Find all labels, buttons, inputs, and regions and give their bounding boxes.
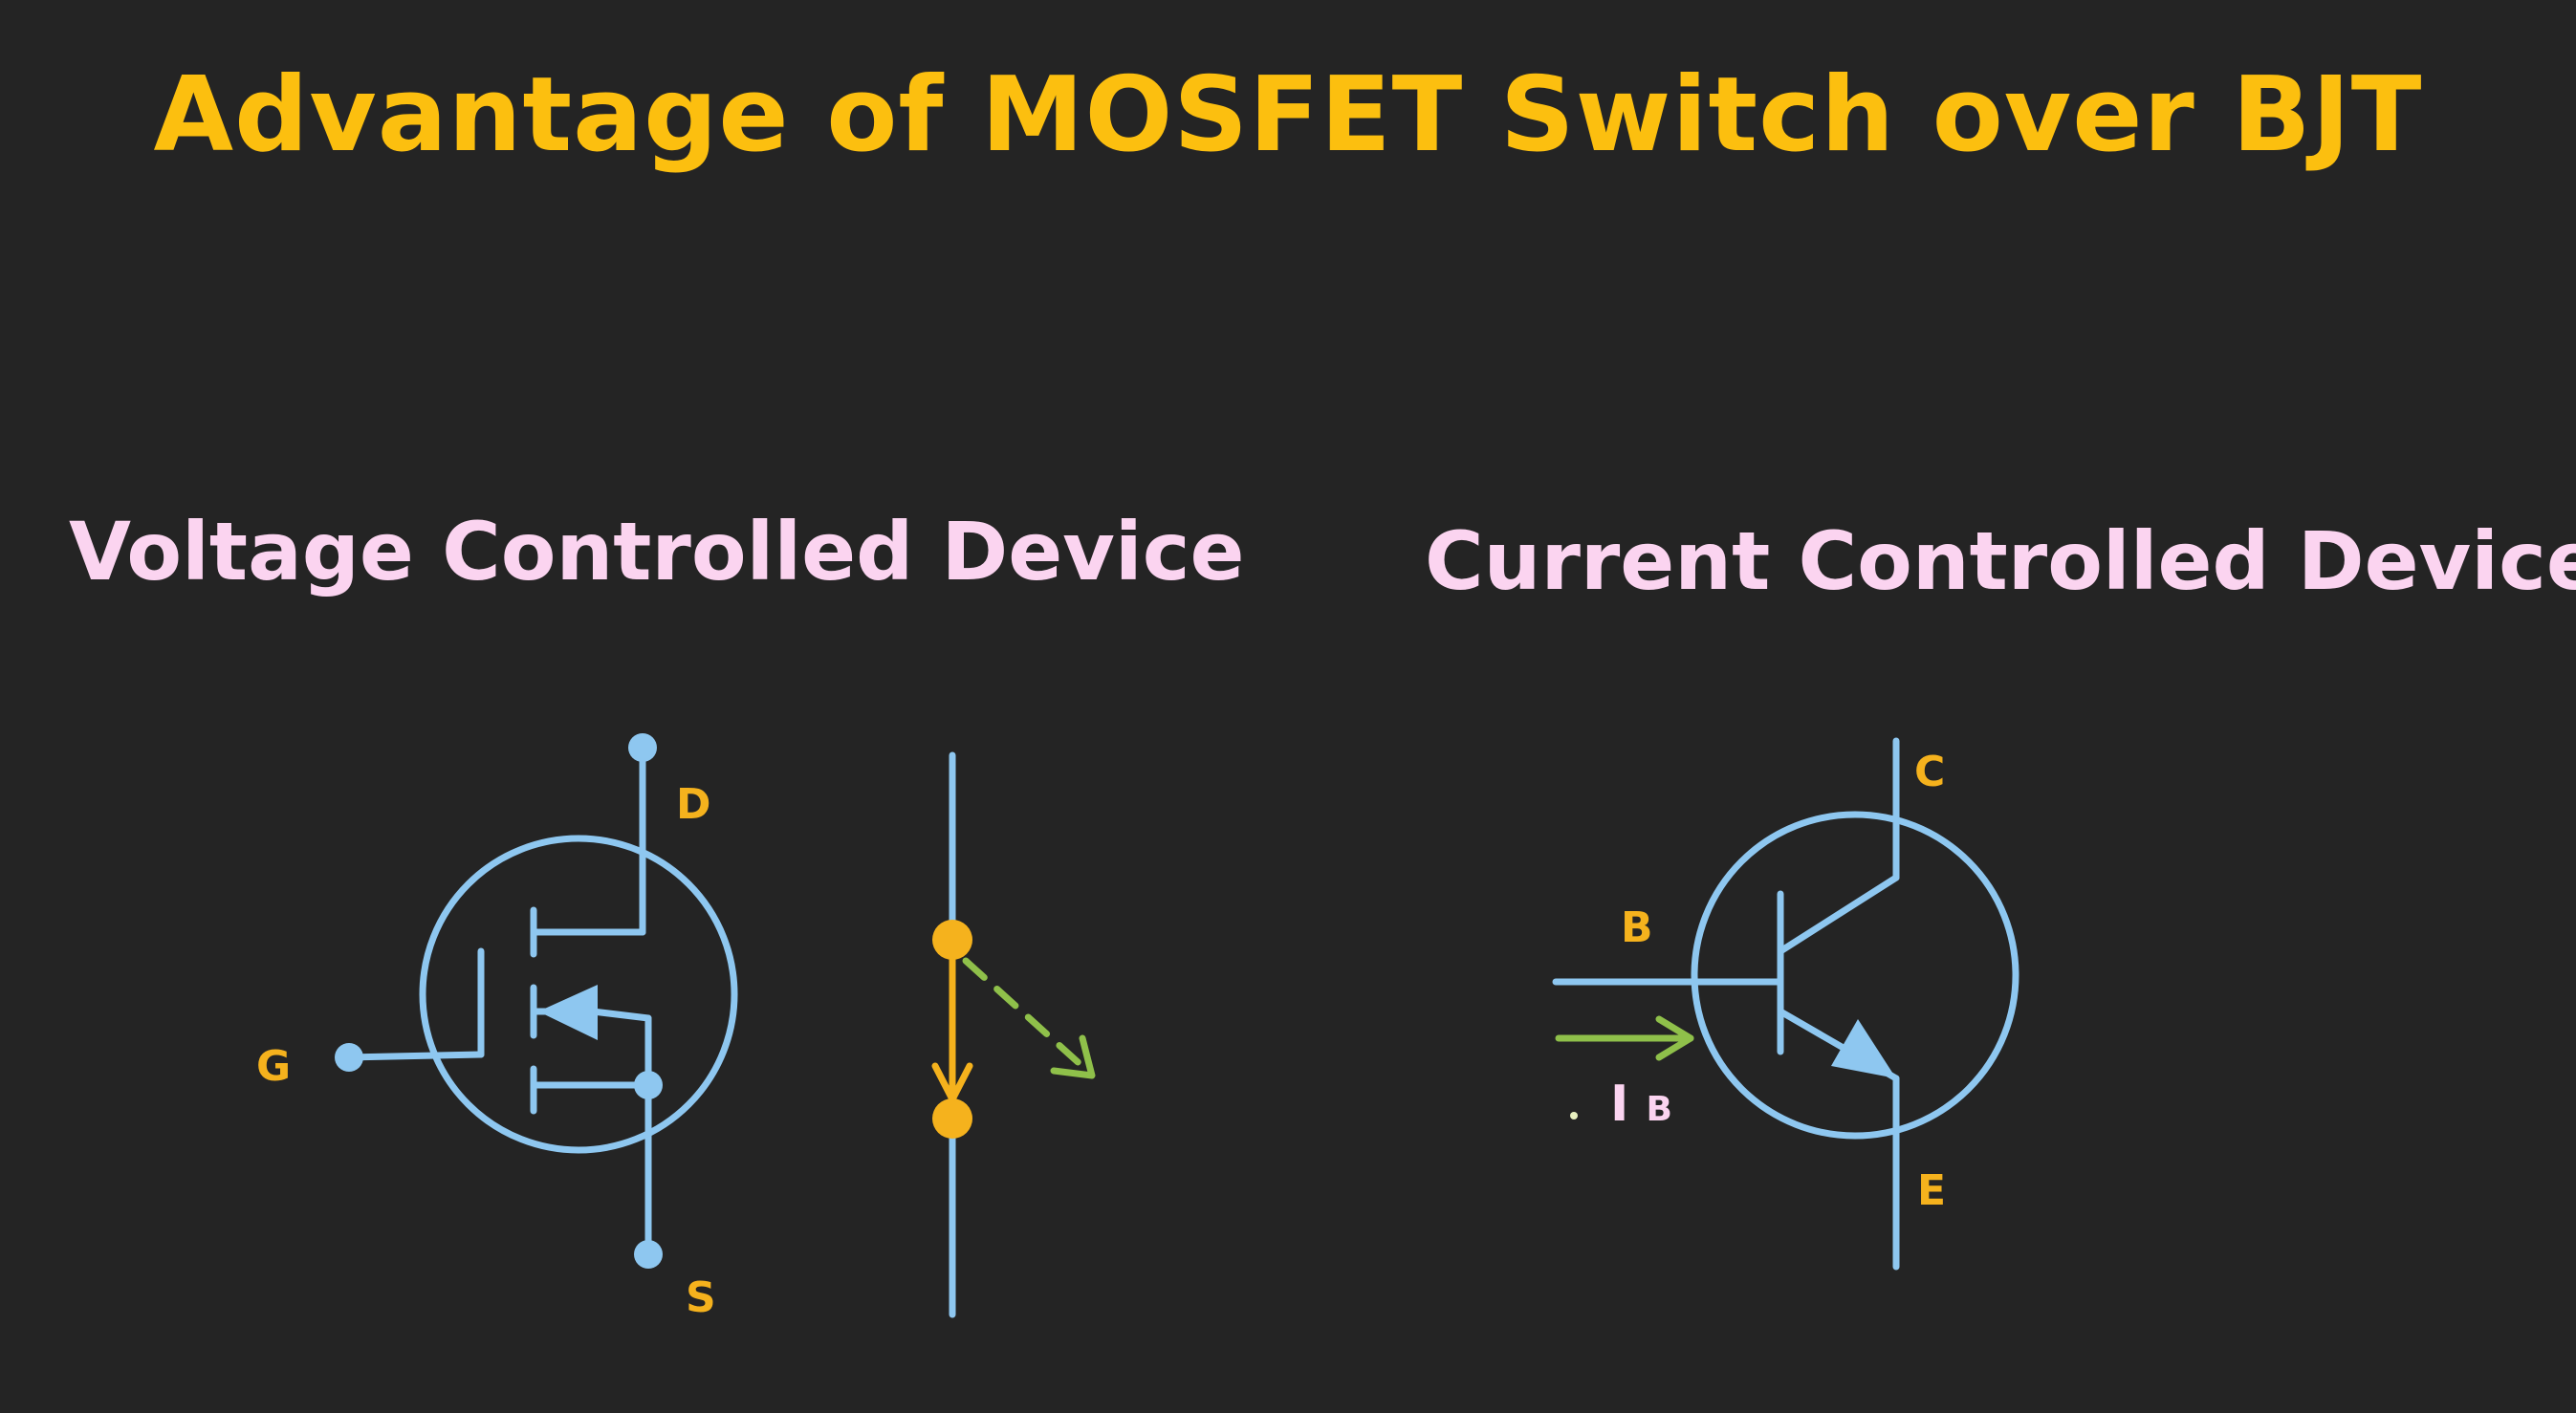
bjt-emitter-arrow-head <box>1831 1019 1896 1078</box>
switch-top-node <box>932 920 972 960</box>
slide-title: Advantage of MOSFET Switch over BJT <box>153 55 2423 175</box>
mosfet-symbol <box>345 744 738 1258</box>
bjt-collector-diagonal <box>1777 874 1900 955</box>
switch-open-arrow-head <box>1050 1034 1096 1079</box>
mosfet-gate-label: G <box>256 1042 291 1091</box>
bjt-body-circle <box>1691 811 2019 1140</box>
mosfet-drain-terminal-dot <box>628 733 657 762</box>
bjt-symbol <box>1552 737 2019 1271</box>
mosfet-gate-terminal-dot <box>335 1043 363 1072</box>
mosfet-gate-lead <box>345 1051 485 1061</box>
bjt-emitter-label: E <box>1917 1166 1946 1215</box>
base-current-label: I B <box>1610 1076 1672 1133</box>
bjt-collector-label: C <box>1914 748 1945 796</box>
mosfet-arrow-head <box>538 985 598 1040</box>
mosfet-source-terminal-dot <box>634 1240 663 1269</box>
bjt-heading: Current Controlled Device <box>1425 514 2576 608</box>
switch-symbol <box>931 751 1096 1318</box>
mosfet-source-body-junction <box>634 1071 663 1099</box>
switch-open-dashed-arrow <box>962 957 1089 1073</box>
mosfet-heading: Voltage Controlled Device <box>69 505 1245 598</box>
mosfet-arrow-stem <box>589 1008 652 1022</box>
base-current-symbol: I <box>1610 1076 1628 1133</box>
switch-bottom-node <box>932 1098 972 1139</box>
base-current-subscript: B <box>1646 1090 1671 1129</box>
mosfet-source-label: S <box>686 1273 716 1322</box>
speck-dot <box>1570 1112 1578 1120</box>
bjt-base-label: B <box>1621 903 1653 952</box>
mosfet-drain-label: D <box>676 780 711 829</box>
mosfet-body-circle <box>419 835 738 1154</box>
base-current-arrow <box>1555 1015 1694 1061</box>
